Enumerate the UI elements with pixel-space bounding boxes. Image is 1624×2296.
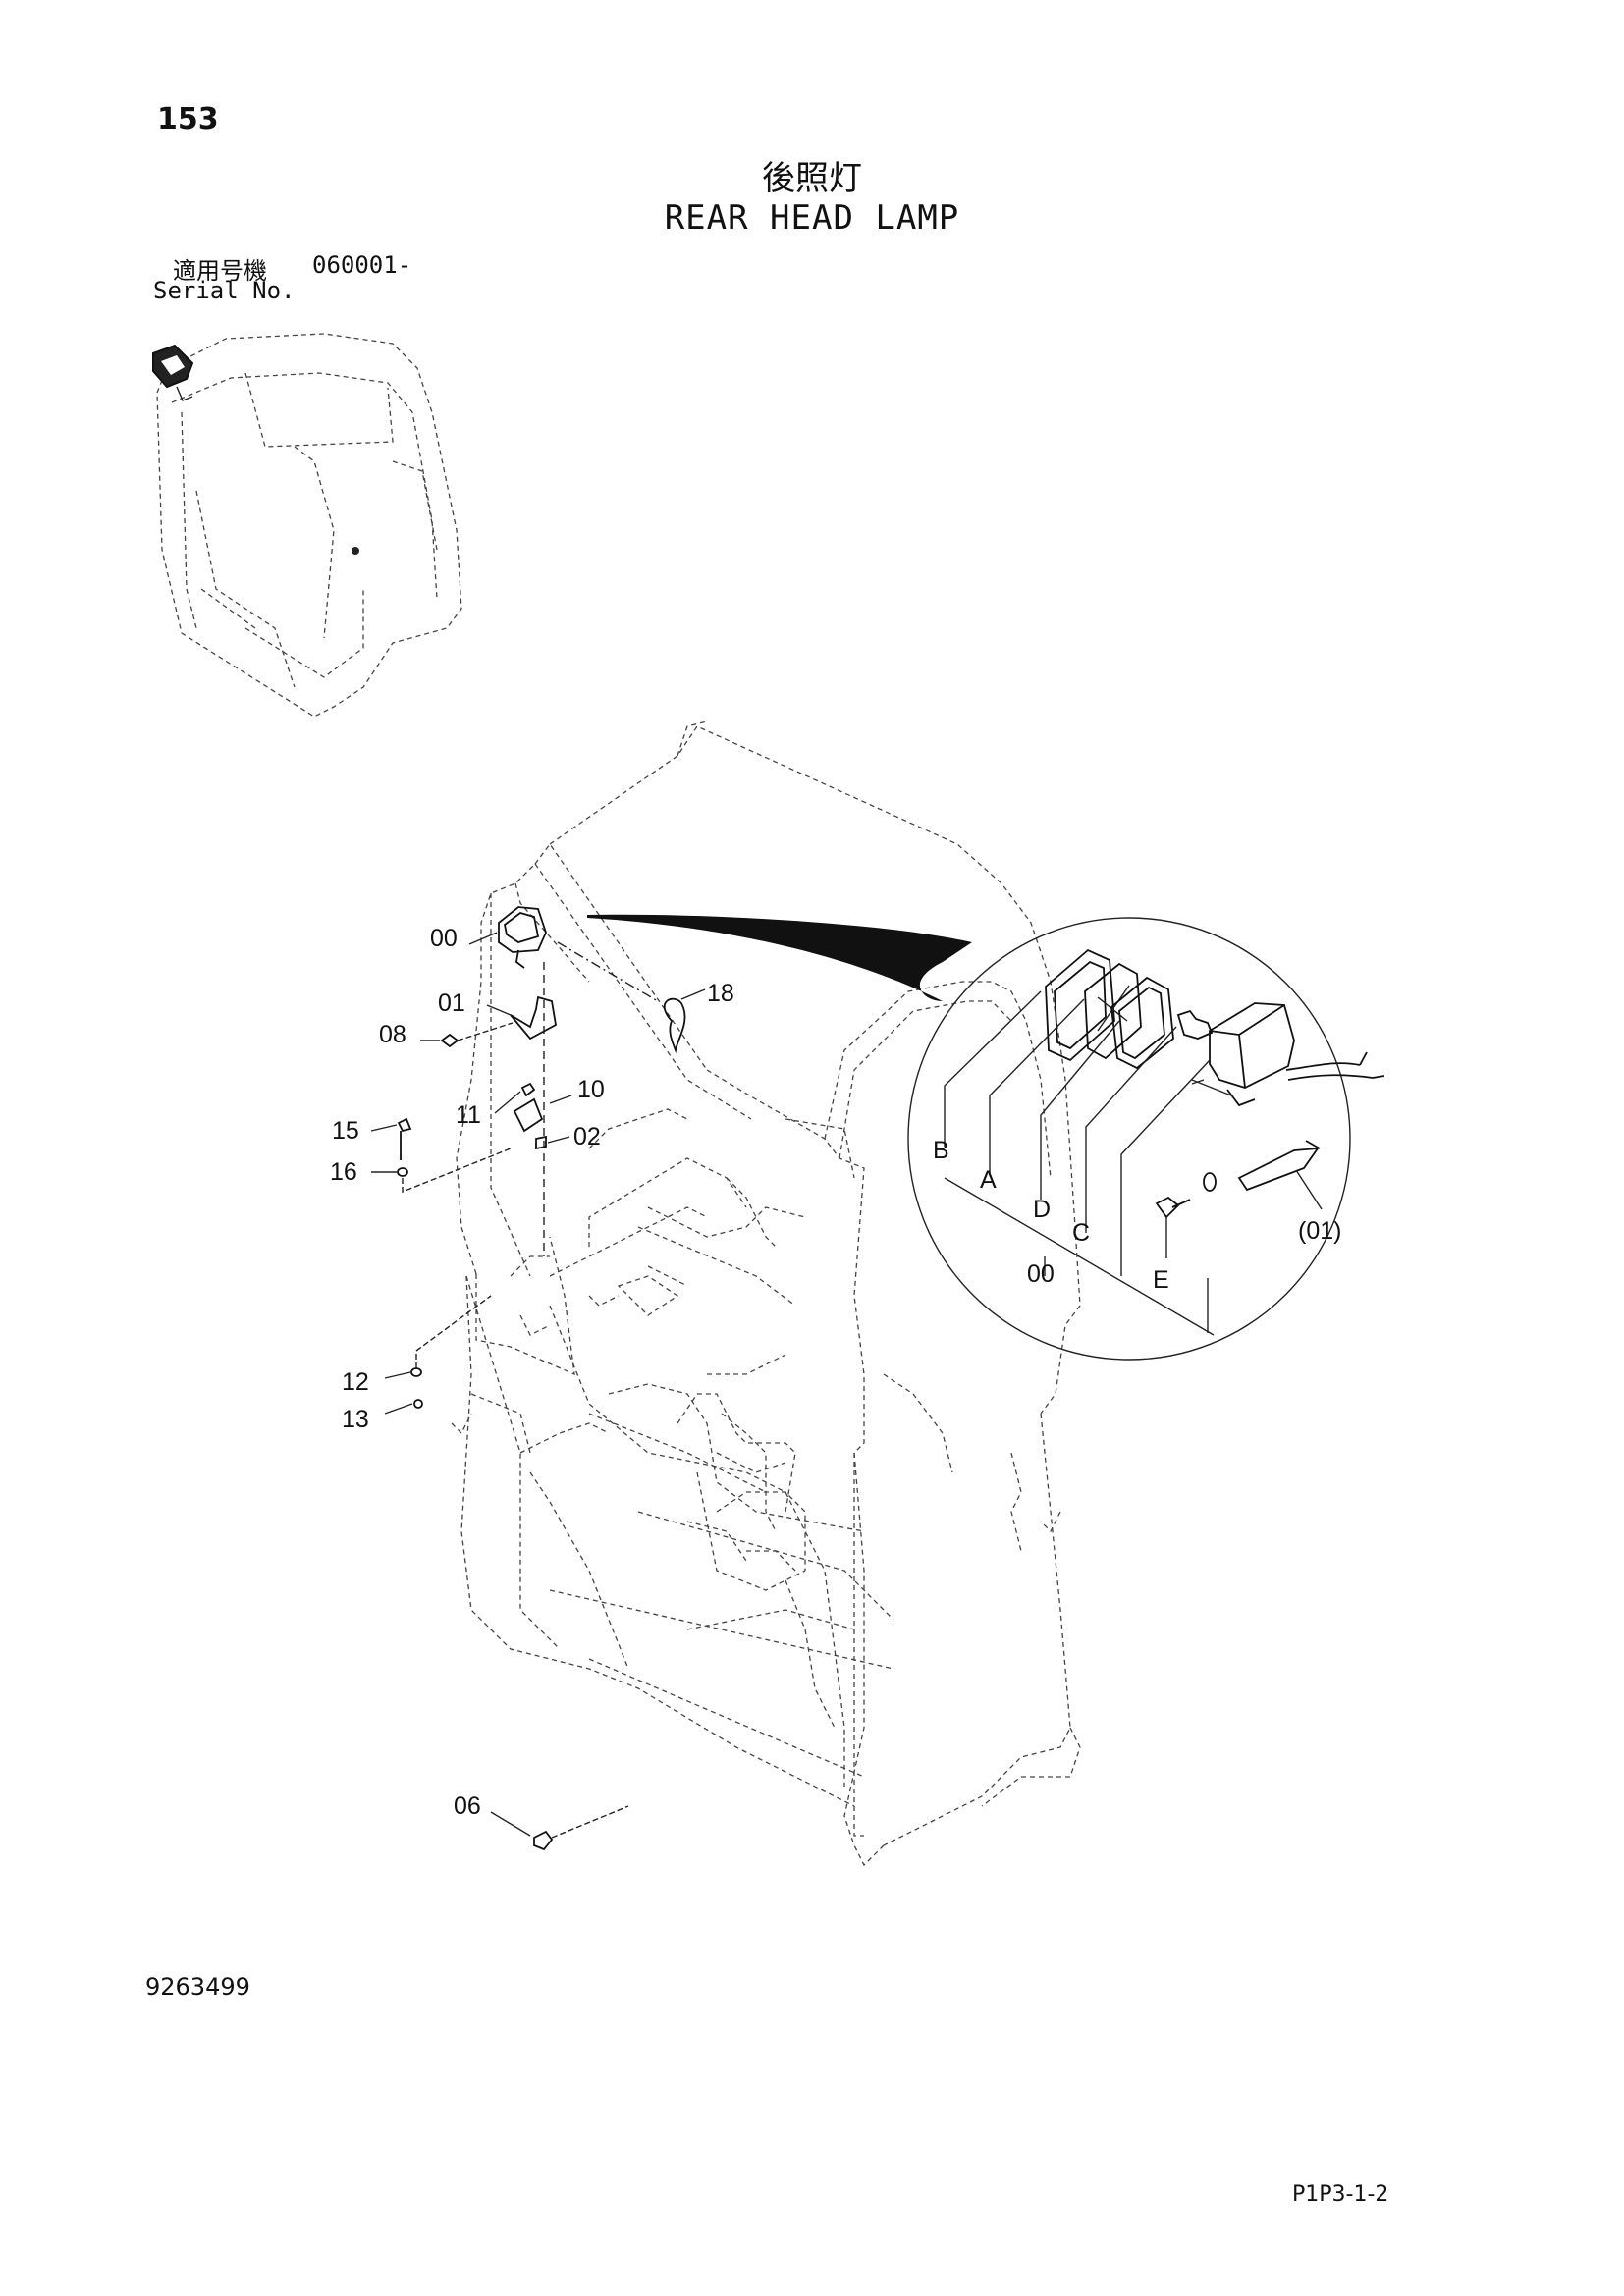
callout-11: 11 <box>456 1101 481 1129</box>
page-number: 153 <box>157 102 219 136</box>
callout-16: 16 <box>330 1158 357 1186</box>
serial-label-japanese: 適用号機 <box>173 257 267 285</box>
callout-15: 15 <box>332 1117 359 1145</box>
callout-18: 18 <box>707 980 734 1007</box>
detail-callout-a: A <box>980 1166 997 1194</box>
clamp-axis-line <box>557 941 659 1002</box>
location-thumbnail <box>152 333 462 718</box>
detail-callout-d: D <box>1033 1196 1051 1223</box>
cab-frame <box>451 721 1081 1867</box>
callout-02: 02 <box>573 1123 601 1150</box>
detail-callout-c: C <box>1072 1219 1090 1247</box>
lamp-gasket-ring-d <box>1110 976 1174 1070</box>
detail-callout-b: B <box>933 1137 949 1164</box>
nut-08 <box>440 1022 514 1048</box>
callout-08: 08 <box>379 1021 406 1048</box>
bulb-c <box>1176 1009 1214 1040</box>
callout-leaders <box>370 932 706 1837</box>
callout-10: 10 <box>577 1076 605 1103</box>
lamp-assembly-00 <box>498 906 547 969</box>
title-japanese: 後照灯 <box>762 159 862 198</box>
detail-view <box>587 914 1385 1361</box>
serial-range: 060001- <box>312 251 412 279</box>
document-number: 9263499 <box>145 1973 250 2001</box>
bolt-e <box>1155 1172 1217 1219</box>
detail-callout-e: E <box>1153 1266 1169 1294</box>
callout-12: 12 <box>342 1368 369 1396</box>
detail-callout-01: (01) <box>1298 1217 1341 1245</box>
bolt-15-16 <box>397 1117 512 1194</box>
callout-06: 06 <box>454 1792 481 1820</box>
bracket-01-main <box>510 995 557 1041</box>
callout-13: 13 <box>342 1406 369 1433</box>
serial-label-english: Serial No. <box>153 277 296 304</box>
callout-00: 00 <box>430 925 458 952</box>
callout-01: 01 <box>438 989 465 1017</box>
bolt-11-group <box>513 1082 547 1150</box>
bracket-01 <box>1237 1140 1321 1192</box>
bolt-06 <box>533 1805 629 1851</box>
title-english: REAR HEAD LAMP <box>664 198 960 238</box>
lamp-gasket-ring-b <box>1045 948 1115 1062</box>
detail-callout-00: 00 <box>1027 1260 1055 1288</box>
washer-12-13 <box>410 1295 492 1409</box>
page-code: P1P3-1-2 <box>1292 2182 1389 2207</box>
clamp-18 <box>663 997 686 1054</box>
lamp-housing-e <box>1209 1002 1385 1107</box>
